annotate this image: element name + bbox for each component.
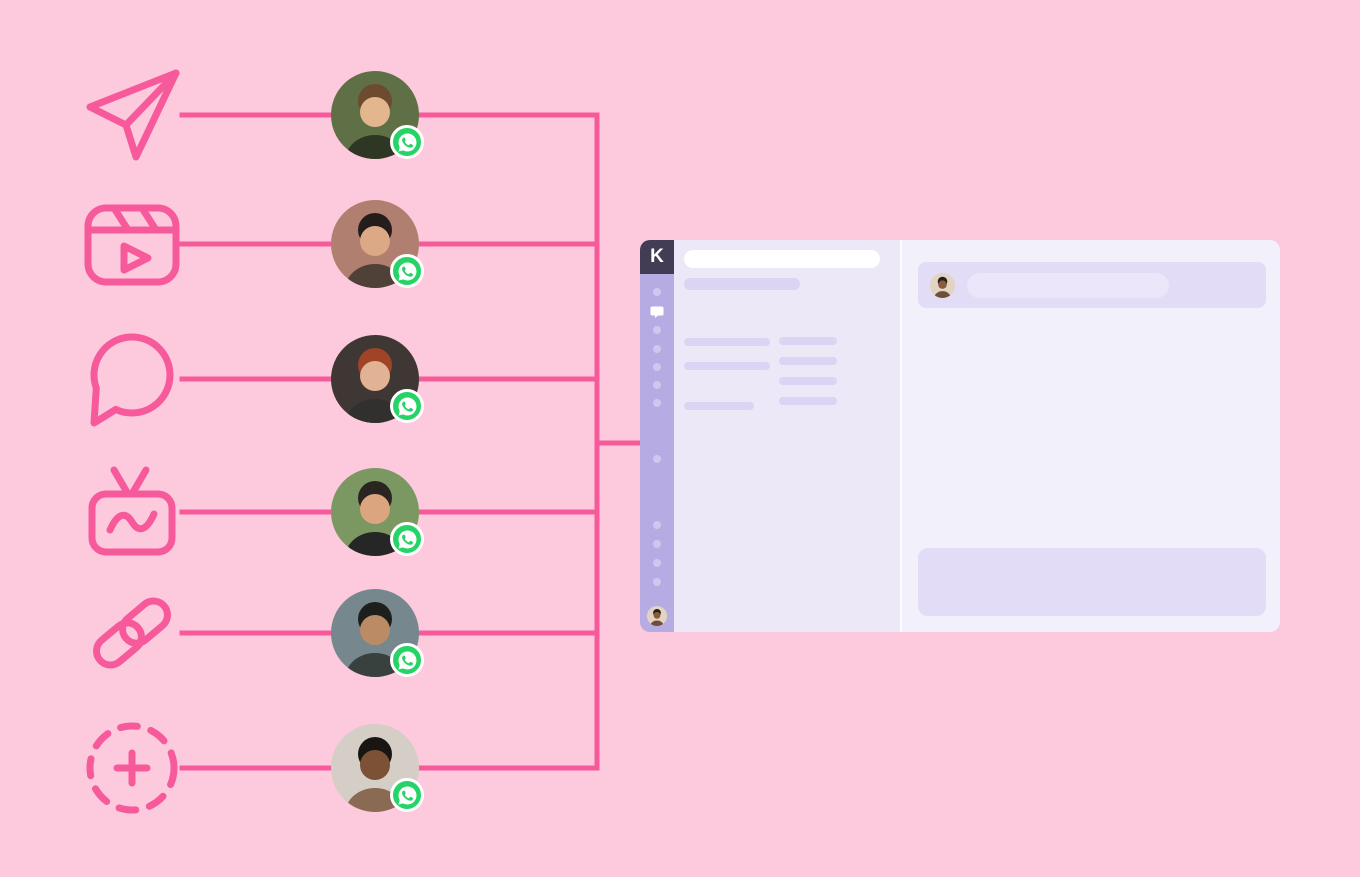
chat-bubble-icon bbox=[80, 327, 184, 431]
placeholder-bar bbox=[684, 362, 770, 370]
conversation-list-panel bbox=[674, 240, 900, 632]
chat-header-card bbox=[918, 262, 1266, 308]
placeholder-bar bbox=[684, 402, 754, 410]
nav-dot bbox=[653, 345, 661, 353]
whatsapp-badge-icon bbox=[390, 643, 424, 677]
whatsapp-badge-icon bbox=[390, 125, 424, 159]
chat-area bbox=[900, 240, 1280, 632]
contact-avatar bbox=[331, 200, 424, 288]
nav-dot bbox=[653, 381, 661, 389]
reels-icon bbox=[80, 192, 184, 296]
add-story-icon bbox=[80, 716, 184, 820]
placeholder-bar bbox=[684, 250, 880, 268]
nav-dot bbox=[653, 455, 661, 463]
placeholder-bar bbox=[779, 357, 837, 365]
whatsapp-badge-icon bbox=[390, 254, 424, 288]
nav-dot bbox=[653, 399, 661, 407]
whatsapp-badge-icon bbox=[390, 522, 424, 556]
whatsapp-badge-icon bbox=[390, 389, 424, 423]
app-logo: K bbox=[640, 240, 674, 274]
nav-dot bbox=[653, 559, 661, 567]
send-icon bbox=[80, 63, 184, 167]
placeholder-bar bbox=[684, 338, 770, 346]
app-nav-sidebar: K bbox=[640, 240, 674, 632]
contact-avatar bbox=[331, 724, 424, 812]
message-input-placeholder bbox=[918, 548, 1266, 616]
chat-nav-icon bbox=[650, 305, 664, 319]
whatsapp-badge-icon bbox=[390, 778, 424, 812]
placeholder-bar bbox=[779, 377, 837, 385]
link-icon bbox=[80, 581, 184, 685]
nav-dot bbox=[653, 578, 661, 586]
nav-dot bbox=[653, 521, 661, 529]
contact-avatar bbox=[331, 335, 424, 423]
contact-avatar bbox=[331, 468, 424, 556]
placeholder-pill bbox=[967, 272, 1169, 298]
igtv-icon bbox=[80, 460, 184, 564]
placeholder-bar bbox=[684, 278, 800, 290]
placeholder-bar bbox=[779, 337, 837, 345]
nav-dot bbox=[653, 363, 661, 371]
inbox-app-window: K bbox=[640, 240, 1280, 632]
nav-dot bbox=[653, 540, 661, 548]
nav-dot bbox=[653, 326, 661, 334]
chat-contact-avatar bbox=[930, 273, 955, 298]
contact-avatar bbox=[331, 589, 424, 677]
nav-dot bbox=[653, 288, 661, 296]
sidebar-user-avatar bbox=[647, 606, 667, 626]
contact-avatar bbox=[331, 71, 424, 159]
placeholder-bar bbox=[779, 397, 837, 405]
